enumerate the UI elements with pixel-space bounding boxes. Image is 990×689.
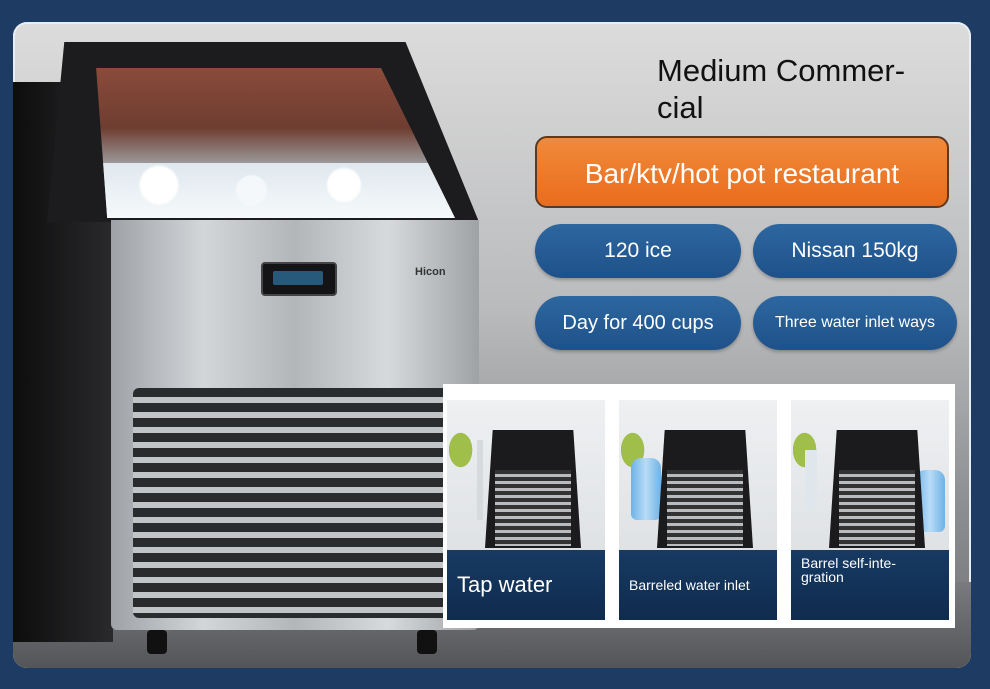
product-frame: Hicon Medium Commer- cial Bar/ktv/hot po… [13, 22, 971, 668]
feature-pill-ice: 120 ice [535, 224, 741, 278]
plant-decoration [447, 420, 481, 480]
ice-machine-image: Hicon [13, 22, 483, 668]
title-line: Medium Commer- cial [657, 53, 906, 125]
air-vents [133, 388, 463, 618]
option-caption: Tap water [447, 550, 605, 620]
mini-ice-machine [829, 430, 925, 548]
option-label: Barrel self-inte- gration [801, 555, 896, 585]
water-inlet-options: Tap water Barreled water inlet Barrel se… [443, 384, 955, 628]
mini-ice-machine [485, 430, 581, 548]
page-title: Medium Commer- cial [657, 52, 957, 126]
water-pipe [477, 440, 483, 520]
usage-banner: Bar/ktv/hot pot restaurant [535, 136, 949, 208]
feature-pill-inlets: Three water inlet ways [753, 296, 957, 350]
option-caption: Barrel self-inte- gration [791, 550, 949, 620]
option-label: Barreled water inlet [629, 577, 750, 593]
option-label: Tap water [457, 572, 553, 597]
option-card-tap-water: Tap water [447, 400, 605, 620]
feature-pill-cups: Day for 400 cups [535, 296, 741, 350]
mini-ice-machine [657, 430, 753, 548]
ice-cubes [96, 163, 455, 218]
option-card-barreled-water: Barreled water inlet [619, 400, 777, 620]
machine-foot [147, 630, 167, 654]
water-filter [805, 450, 817, 510]
option-caption: Barreled water inlet [619, 550, 777, 620]
control-display [261, 262, 337, 296]
machine-foot [417, 630, 437, 654]
feature-pill-capacity: Nissan 150kg [753, 224, 957, 278]
brand-logo: Hicon [415, 266, 446, 278]
water-bottle [631, 458, 661, 520]
option-card-barrel-integration: Barrel self-inte- gration [791, 400, 949, 620]
